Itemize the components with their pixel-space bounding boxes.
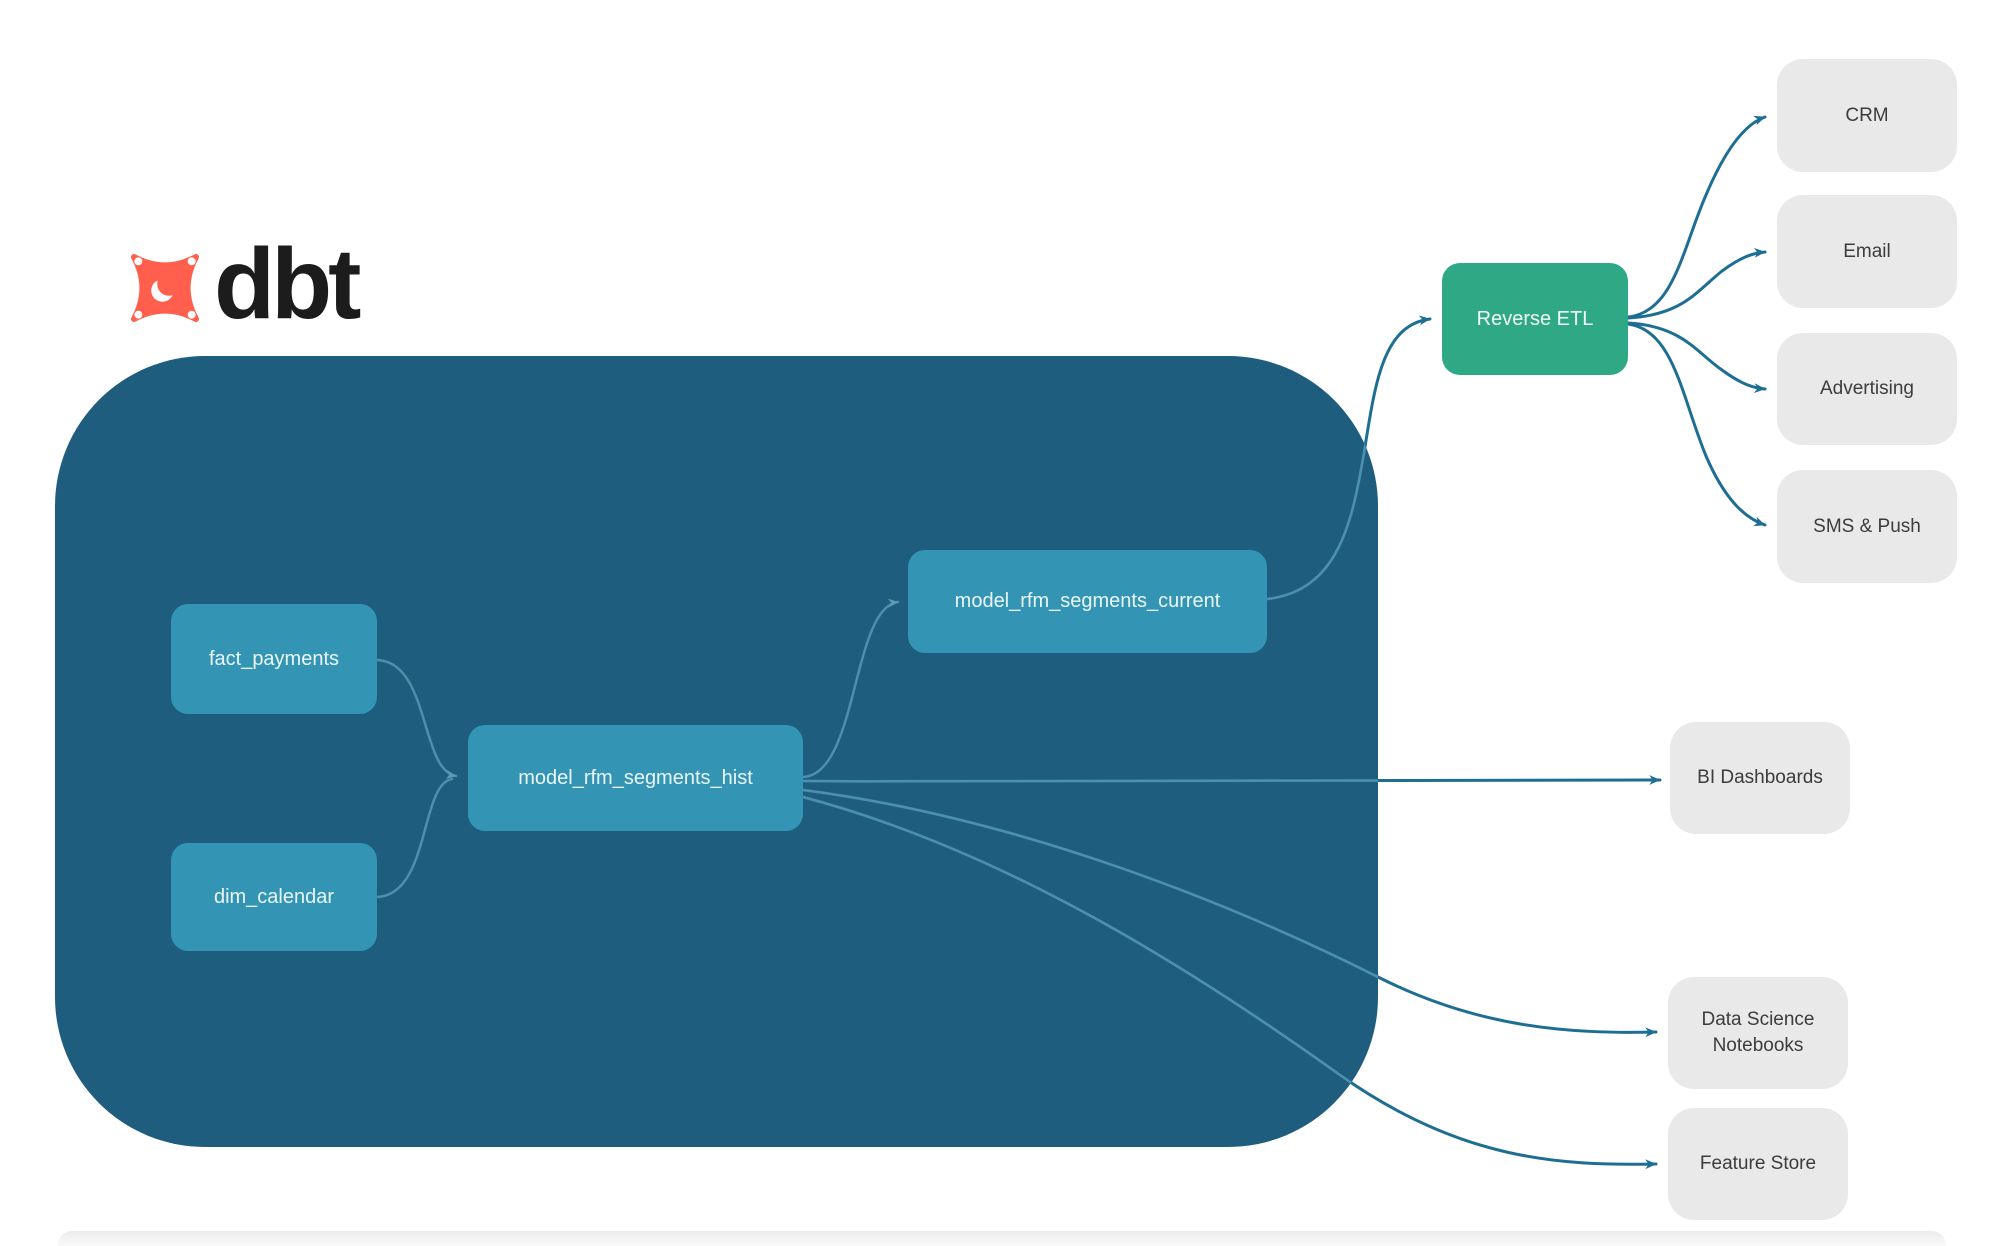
- edge-dim-calendar-to-hist: [375, 777, 454, 899]
- edge-reverse-etl-to-crm: [1626, 115, 1767, 319]
- edge-hist-to-data-science-notebooks: [801, 788, 1658, 1038]
- edge-fact-payments-to-hist: [375, 658, 458, 779]
- node-dim-calendar: dim_calendar: [171, 843, 377, 951]
- node-sms-push: SMS & Push: [1777, 470, 1957, 583]
- edge-current-to-reverse-etl-inner: [1265, 356, 1378, 601]
- node-feature-store-label: Feature Store: [1699, 1153, 1817, 1175]
- node-data-science-notebooks-label: Data Science Notebooks: [1701, 1009, 1815, 1056]
- node-feature-store: Feature Store: [1668, 1108, 1848, 1220]
- dbt-logo: dbt: [122, 234, 361, 334]
- node-email-label: Email: [1843, 240, 1891, 262]
- edge-hist-to-bi-dashboards-inner: [801, 778, 1378, 783]
- node-advertising-label: Advertising: [1820, 378, 1914, 400]
- page-bottom-divider: [58, 1231, 1946, 1246]
- node-model-rfm-segments-current: model_rfm_segments_current: [908, 550, 1267, 653]
- node-reverse-etl-label: Reverse ETL: [1476, 307, 1594, 330]
- edge-current-to-reverse-etl: [1265, 315, 1432, 601]
- edge-reverse-etl-to-sms-push: [1626, 322, 1767, 527]
- edge-reverse-etl-to-advertising: [1626, 321, 1767, 394]
- edge-hist-to-data-science-notebooks-inner: [801, 788, 1378, 1034]
- edge-reverse-etl-to-email: [1626, 247, 1767, 320]
- node-crm: CRM: [1777, 59, 1957, 172]
- node-reverse-etl: Reverse ETL: [1442, 263, 1628, 375]
- node-fact-payments-label: fact_payments: [208, 647, 340, 670]
- node-model-rfm-segments-hist: model_rfm_segments_hist: [468, 725, 803, 831]
- edge-hist-to-feature-store: [801, 795, 1658, 1170]
- node-dim-calendar-label: dim_calendar: [213, 885, 335, 908]
- node-crm-label: CRM: [1845, 104, 1889, 126]
- node-bi-dashboards-label: BI Dashboards: [1697, 767, 1823, 789]
- node-email: Email: [1777, 195, 1957, 308]
- node-advertising: Advertising: [1777, 333, 1957, 445]
- edge-hist-to-current: [801, 598, 900, 779]
- node-data-science-notebooks: Data Science Notebooks: [1668, 977, 1848, 1089]
- edge-hist-to-feature-store-inner: [801, 795, 1378, 1147]
- dbt-wordmark: dbt: [214, 228, 361, 340]
- node-fact-payments: fact_payments: [171, 604, 377, 714]
- node-sms-push-label: SMS & Push: [1813, 515, 1921, 537]
- node-model-rfm-segments-hist-label: model_rfm_segments_hist: [518, 766, 753, 789]
- node-bi-dashboards: BI Dashboards: [1670, 722, 1850, 834]
- node-model-rfm-segments-current-label: model_rfm_segments_current: [954, 590, 1221, 612]
- dbt-logo-icon: [131, 254, 199, 322]
